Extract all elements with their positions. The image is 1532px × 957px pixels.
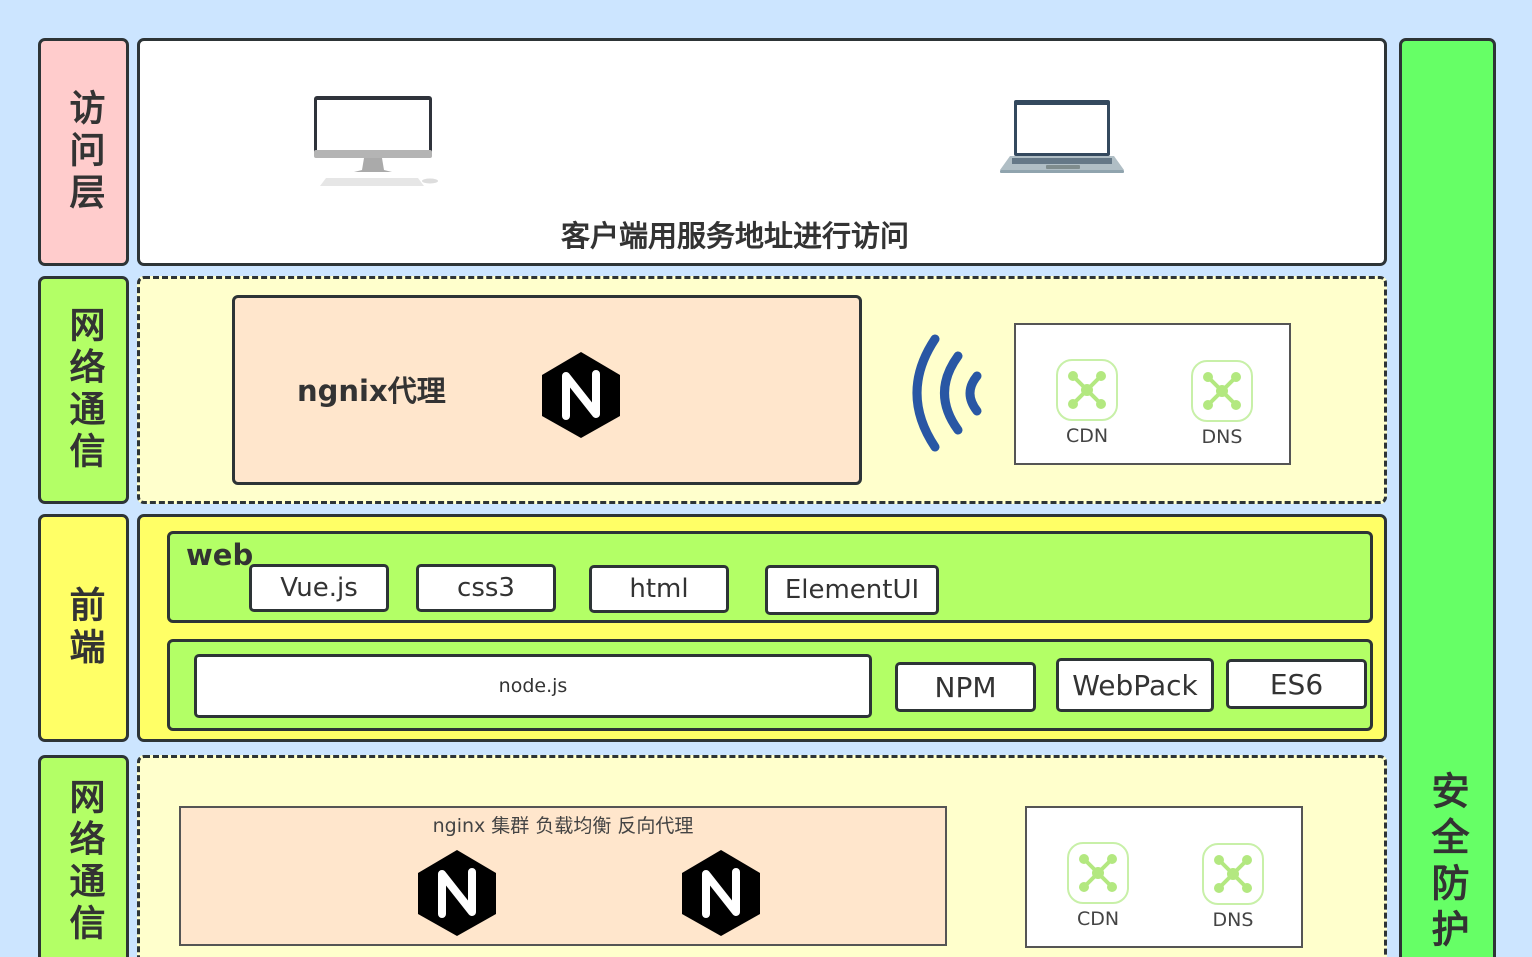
nginx-logo-icon [540, 350, 622, 444]
network-layer-panel-1: ngnix代理 CDN DNS [137, 276, 1387, 504]
tech-chip-html: html [589, 565, 729, 613]
laptop-icon [998, 98, 1128, 182]
tech-chip-webpack: WebPack [1056, 658, 1214, 712]
cdn-service: CDN [1063, 842, 1133, 930]
nginx-logo-icon [680, 848, 762, 942]
network-node-icon [1067, 842, 1129, 904]
tech-chip-es6: ES6 [1226, 659, 1367, 709]
security-bar: 安全防护 [1399, 38, 1496, 957]
tech-chip-npm: NPM [895, 662, 1036, 712]
network-node-icon [1191, 360, 1253, 422]
nginx-proxy-title: ngnix代理 [297, 374, 446, 408]
frontend-layer-label: 前端 [38, 514, 129, 742]
tech-chip-nodejs: node.js [194, 654, 872, 718]
tech-chip-vuejs: Vue.js [249, 564, 389, 612]
access-caption: 客户端用服务地址进行访问 [560, 219, 909, 253]
network-node-icon [1202, 843, 1264, 905]
network-layer-label-2: 网络通信 [38, 755, 129, 957]
tech-chip-elementui: ElementUI [765, 565, 939, 615]
frontend-layer-panel: web Vue.js css3 html ElementUI node.js N… [137, 514, 1387, 742]
wireless-signal-icon [905, 331, 985, 460]
tool-group: node.js NPM WebPack ES6 [167, 639, 1373, 731]
access-layer-label: 访问层 [38, 38, 129, 266]
cdn-dns-box-2: CDN DNS [1025, 806, 1303, 948]
dns-service: DNS [1187, 360, 1257, 448]
cdn-service: CDN [1052, 359, 1122, 447]
network-node-icon [1056, 359, 1118, 421]
network-layer-label-1: 网络通信 [38, 276, 129, 504]
web-group: web Vue.js css3 html ElementUI [167, 531, 1373, 623]
nginx-cluster-title: nginx 集群 负载均衡 反向代理 [432, 815, 694, 837]
network-layer-panel-2: nginx 集群 负载均衡 反向代理 CDN DNS [137, 755, 1387, 957]
security-label: 安全防护 [1425, 771, 1469, 955]
cdn-dns-box-1: CDN DNS [1014, 323, 1291, 465]
nginx-logo-icon [416, 848, 498, 942]
nginx-cluster-box: nginx 集群 负载均衡 反向代理 [179, 806, 947, 946]
desktop-computer-icon [312, 94, 442, 193]
web-group-title: web [186, 538, 254, 572]
tech-chip-css3: css3 [416, 564, 556, 612]
dns-service: DNS [1198, 843, 1268, 931]
access-layer-panel: 客户端用服务地址进行访问 [137, 38, 1387, 266]
nginx-proxy-box: ngnix代理 [232, 295, 862, 485]
